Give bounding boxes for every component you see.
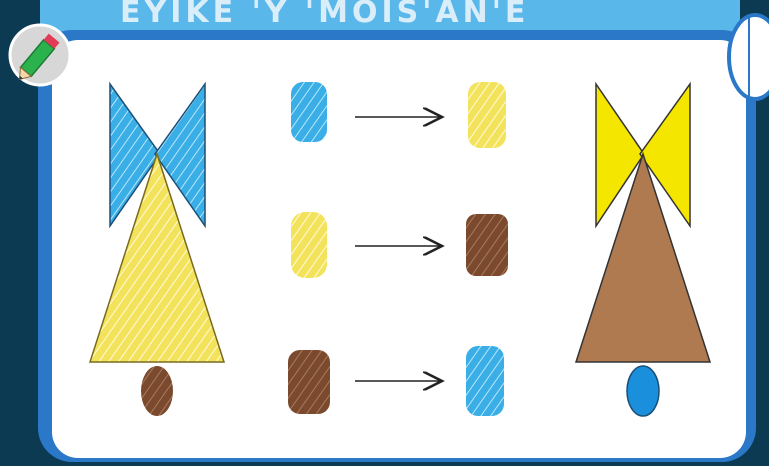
swatch-yellow	[468, 82, 506, 148]
swatch-blue	[466, 346, 504, 416]
pencil-icon[interactable]	[10, 25, 70, 85]
tab-icon[interactable]	[729, 15, 769, 99]
swatch-brown	[288, 350, 330, 414]
right-figure-base	[627, 366, 659, 416]
left-figure-base	[141, 366, 173, 416]
header-title-fragment: EYIKE 'Y 'MOIS'AN'E	[120, 0, 529, 30]
swatch-brown	[466, 214, 508, 276]
swatch-blue	[291, 82, 327, 142]
swatch-yellow	[291, 212, 327, 278]
